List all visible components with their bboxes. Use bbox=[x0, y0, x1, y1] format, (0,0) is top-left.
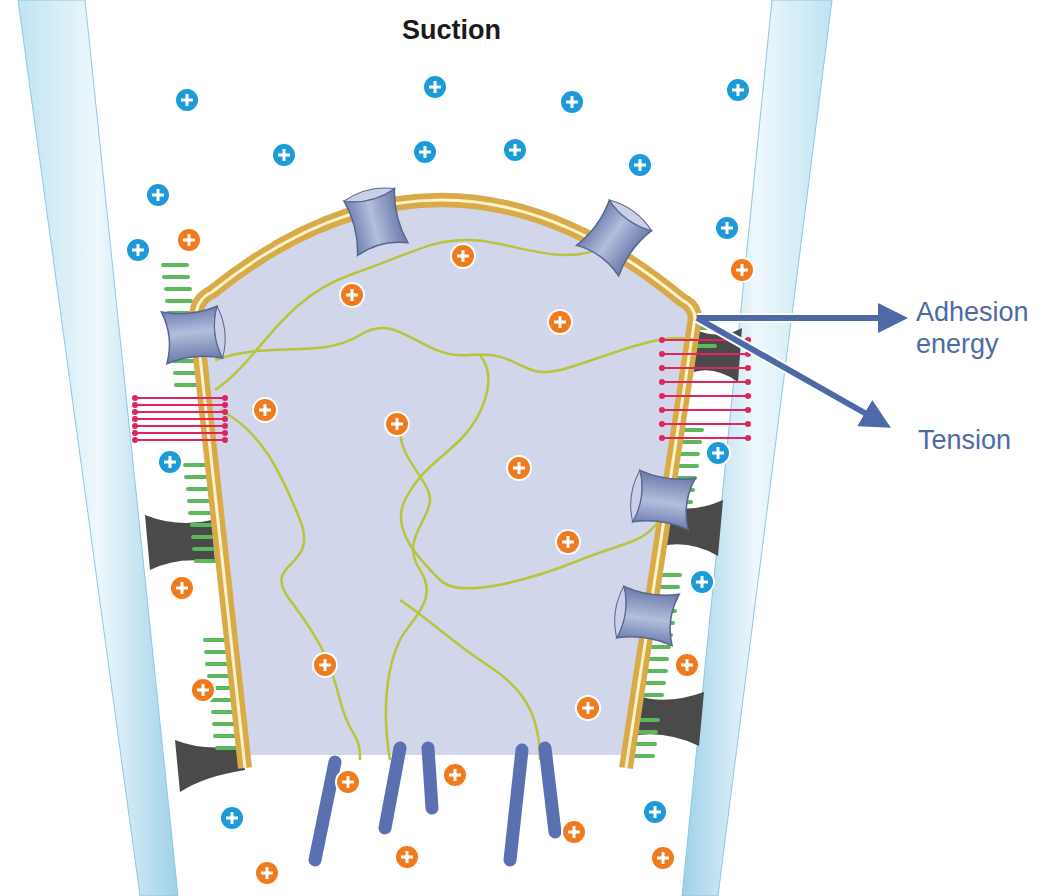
adhesion-bond bbox=[662, 340, 748, 438]
pipette-wall bbox=[18, 0, 178, 896]
ion-orange bbox=[385, 412, 409, 436]
ion-blue bbox=[220, 806, 244, 830]
filament bbox=[400, 600, 540, 760]
filament-rods bbox=[315, 748, 555, 860]
ion-orange bbox=[556, 530, 580, 554]
ion-channel bbox=[577, 196, 655, 276]
ion-orange bbox=[562, 820, 586, 844]
ion-blue bbox=[503, 138, 527, 162]
ion-orange bbox=[730, 258, 754, 282]
ion-blue bbox=[158, 450, 182, 474]
ion-channel bbox=[343, 184, 408, 256]
filament bbox=[215, 240, 610, 390]
ion-blue bbox=[272, 143, 296, 167]
ion-orange bbox=[340, 283, 364, 307]
force-label: Adhesion energy bbox=[916, 296, 1044, 361]
ion-orange bbox=[177, 228, 201, 252]
ion-blue bbox=[706, 441, 730, 465]
filament bbox=[215, 328, 695, 372]
arrow-outline bbox=[697, 318, 870, 416]
ion-orange bbox=[395, 845, 419, 869]
ion-blue bbox=[690, 570, 714, 594]
ions bbox=[126, 75, 754, 885]
ion-orange bbox=[336, 770, 360, 794]
ion-blue bbox=[413, 140, 437, 164]
cytoplasm bbox=[196, 200, 695, 755]
ion-blue bbox=[146, 183, 170, 207]
ion-orange bbox=[507, 456, 531, 480]
ion-orange bbox=[255, 861, 279, 885]
adhesion-ends bbox=[132, 337, 751, 443]
ion-blue bbox=[726, 78, 750, 102]
ion-orange bbox=[191, 678, 215, 702]
ion-orange bbox=[253, 398, 277, 422]
ion-orange bbox=[675, 653, 699, 677]
force-arrow bbox=[697, 318, 870, 416]
ion-blue bbox=[423, 75, 447, 99]
filament bbox=[386, 430, 430, 760]
ion-channel bbox=[161, 306, 227, 364]
membrane-midline bbox=[196, 200, 695, 768]
ion-blue bbox=[715, 216, 739, 240]
ion-orange bbox=[170, 576, 194, 600]
filament bbox=[220, 410, 360, 760]
ion-blue bbox=[560, 90, 584, 114]
adhesion-bond bbox=[135, 398, 225, 440]
arrow-outline bbox=[697, 313, 884, 323]
filament bbox=[401, 355, 660, 588]
force-arrow bbox=[697, 315, 884, 321]
ion-orange bbox=[576, 696, 600, 720]
ion-orange bbox=[313, 653, 337, 677]
ion-blue bbox=[175, 88, 199, 112]
label-text: Adhesion energy bbox=[916, 296, 1044, 361]
ion-channel bbox=[628, 470, 696, 530]
cytoskeleton bbox=[215, 240, 695, 760]
cell-membrane bbox=[196, 200, 695, 768]
ion-orange bbox=[451, 244, 475, 268]
ion-orange bbox=[651, 846, 675, 870]
ion-channel bbox=[612, 586, 680, 646]
label-text: Suction bbox=[402, 14, 501, 46]
ion-orange bbox=[443, 763, 467, 787]
ion-orange bbox=[548, 310, 572, 334]
heading-label: Suction bbox=[402, 14, 501, 46]
label-text: Tension bbox=[918, 424, 1011, 456]
force-label: Tension bbox=[918, 424, 1011, 456]
ion-blue bbox=[628, 153, 652, 177]
adhesion-molecules bbox=[132, 337, 751, 443]
ion-blue bbox=[126, 238, 150, 262]
pipette-wall bbox=[682, 0, 832, 896]
ion-blue bbox=[643, 800, 667, 824]
